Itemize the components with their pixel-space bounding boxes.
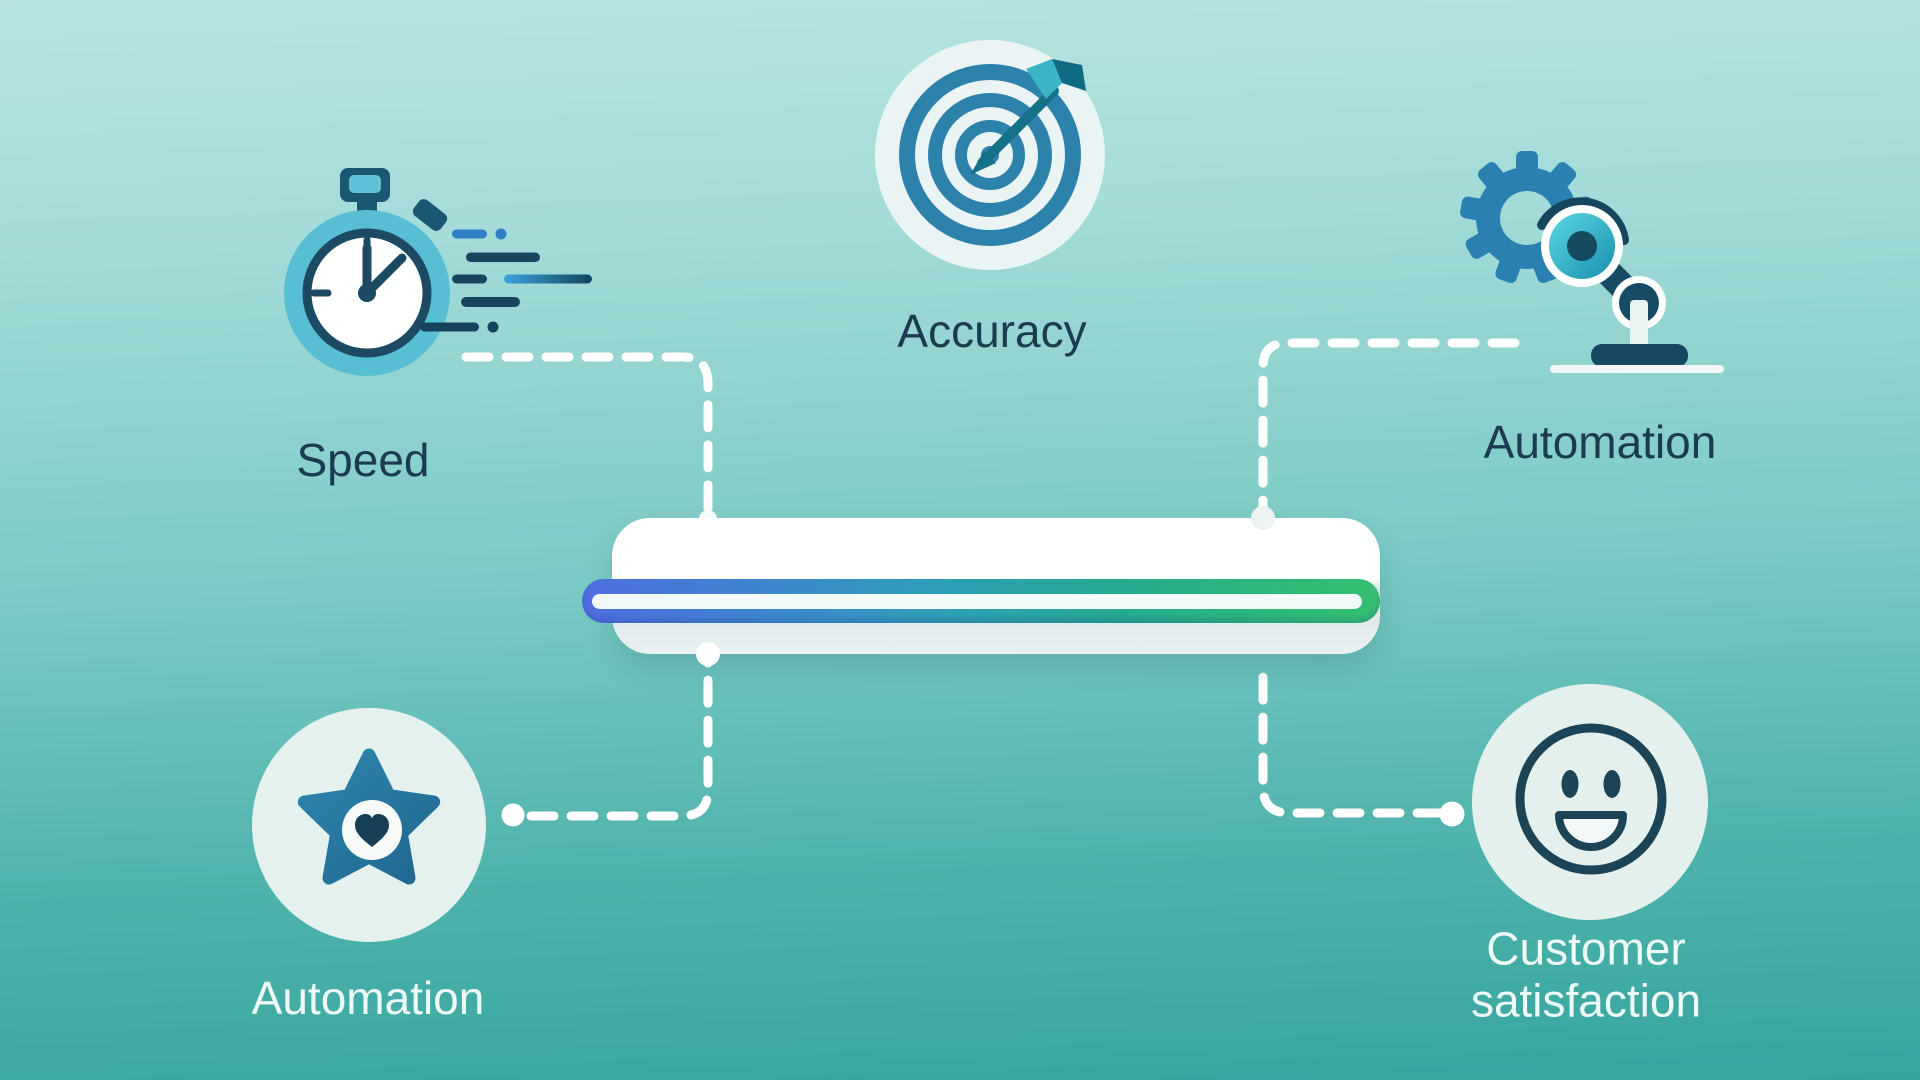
speed-label: Speed <box>296 434 430 486</box>
automation-bottom-label: Automation <box>251 972 485 1024</box>
connector-automation-star <box>526 657 713 821</box>
customer-satisfaction-label: Customer satisfaction <box>1470 922 1702 1026</box>
connector-dot <box>1251 506 1275 530</box>
connector-automation-arm <box>1258 338 1520 513</box>
progress-inner-stripe <box>592 594 1362 609</box>
connector-dot <box>696 642 720 666</box>
smiley-face-icon <box>1472 684 1708 920</box>
accuracy-label: Accuracy <box>897 305 1087 357</box>
connector-dot <box>501 803 525 827</box>
star-heart-icon <box>252 708 486 942</box>
connector-dot <box>699 510 717 528</box>
robot-arm-gear-icon <box>1460 151 1724 373</box>
progress-pill <box>582 518 1380 655</box>
automation-top-label: Automation <box>1483 416 1717 468</box>
connector-customer-satisfaction <box>1258 657 1445 818</box>
connector-speed <box>461 352 713 513</box>
stopwatch-icon <box>284 168 592 376</box>
connector-dot <box>1439 801 1465 827</box>
target-icon <box>875 40 1105 270</box>
